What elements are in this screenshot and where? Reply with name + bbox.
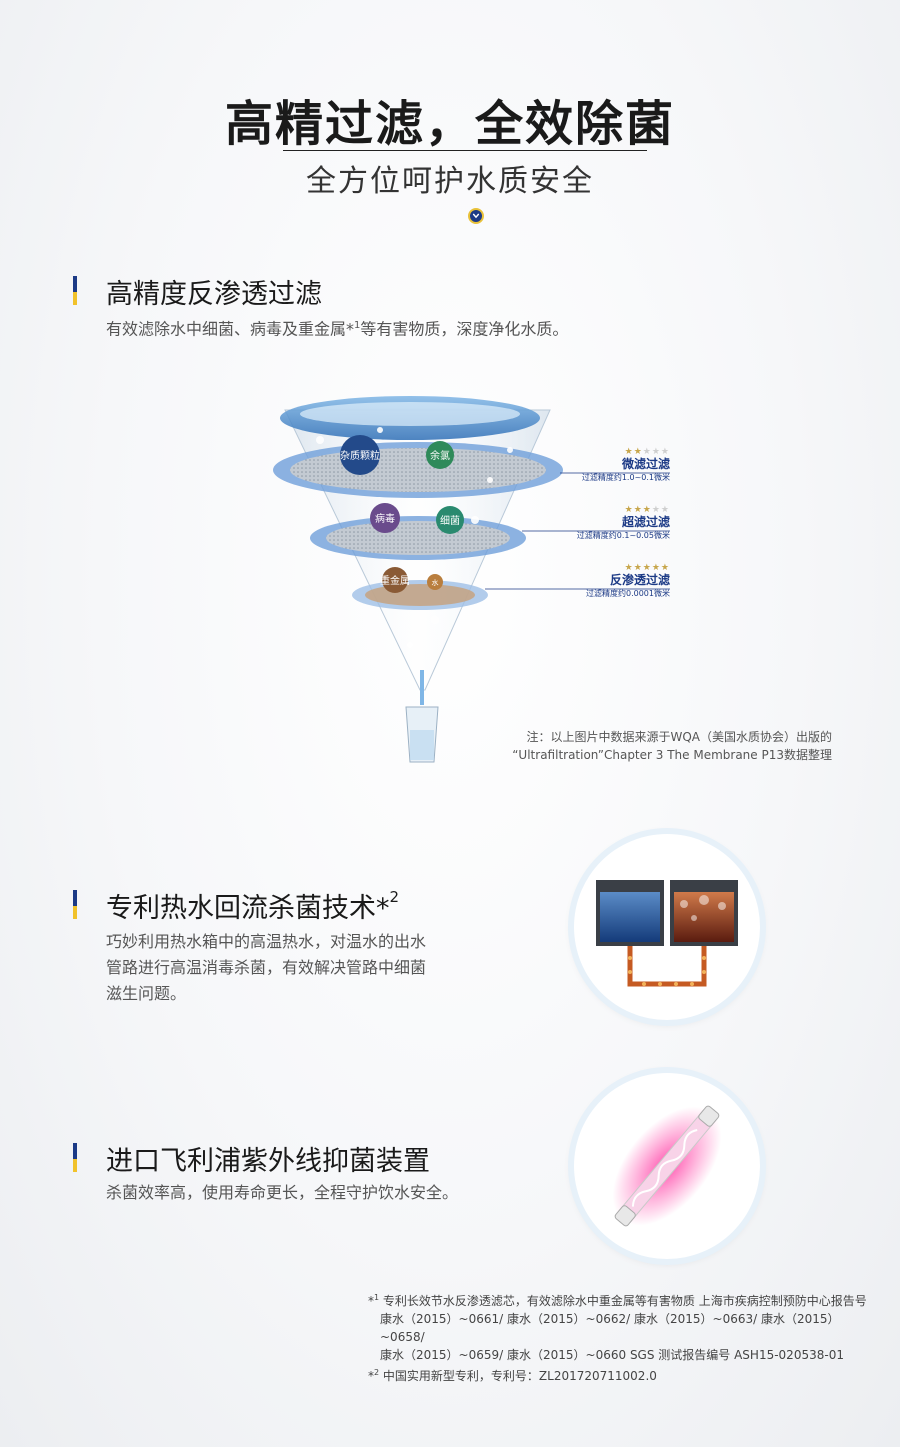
data-source-note: 注：以上图片中数据来源于WQA（美国水质协会）出版的 “Ultrafiltrat… — [512, 730, 832, 762]
section-title-ro: 高精度反渗透过滤 — [106, 279, 322, 310]
rating-stars: ★★★★★ — [624, 563, 670, 573]
section-title-uv: 进口飞利浦紫外线抑菌装置 — [106, 1146, 430, 1177]
particle-label: 杂质颗粒 — [340, 449, 380, 462]
section-marker — [73, 276, 77, 305]
section-marker — [73, 890, 77, 919]
section-desc-ro: 有效滤除水中细菌、病毒及重金属*1等有害物质，深度净化水质。 — [106, 319, 569, 339]
hot-water-tank-illustration — [574, 834, 760, 1020]
particle-label: 重金属 — [380, 574, 410, 587]
particle-label: 水 — [432, 578, 439, 587]
page-subtitle: 全方位呵护水质安全 — [306, 164, 594, 199]
section-title-hotwater: 专利热水回流杀菌技术*2 — [106, 888, 400, 924]
particle-label: 余氯 — [430, 449, 450, 462]
section-marker — [73, 1143, 77, 1172]
rating-stars: ★★★★★ — [624, 505, 670, 515]
uv-lamp-illustration — [574, 1073, 760, 1259]
scroll-down-button[interactable] — [468, 208, 484, 224]
chevron-down-icon — [472, 213, 480, 219]
stage-reverse-osmosis: ★★★★★ 反渗透过滤 过滤精度约0.0001微米 — [586, 563, 670, 598]
footnote-1: *1 专利长效节水反渗透滤芯，有效滤除水中重金属等有害物质 上海市疾病控制预防中… — [368, 1293, 867, 1308]
particle-label: 病毒 — [375, 512, 395, 525]
footnote-2: *2 中国实用新型专利，专利号：ZL201720711002.0 — [368, 1368, 657, 1383]
stage-ultrafilter: ★★★★★ 超滤过滤 过滤精度约0.1~0.05微米 — [576, 505, 670, 540]
page-title: 高精过滤，全效除菌 — [224, 96, 675, 152]
particle-label: 细菌 — [440, 514, 460, 527]
rating-stars: ★★★★★ — [624, 447, 670, 457]
filtration-funnel-illustration: 杂质颗粒 余氯 病毒 细菌 重金属 水 — [260, 370, 690, 770]
stage-microfilter: ★★★★★ 微滤过滤 过滤精度约1.0~0.1微米 — [581, 447, 670, 482]
section-desc-hotwater: 巧妙利用热水箱中的高温热水，对温水的出水 管路进行高温消毒杀菌，有效解决管路中细… — [106, 932, 427, 1003]
title-divider — [283, 150, 647, 151]
section-desc-uv: 杀菌效率高，使用寿命更长，全程守护饮水安全。 — [106, 1183, 459, 1202]
footnotes: *1 专利长效节水反渗透滤芯，有效滤除水中重金属等有害物质 上海市疾病控制预防中… — [368, 1289, 868, 1385]
